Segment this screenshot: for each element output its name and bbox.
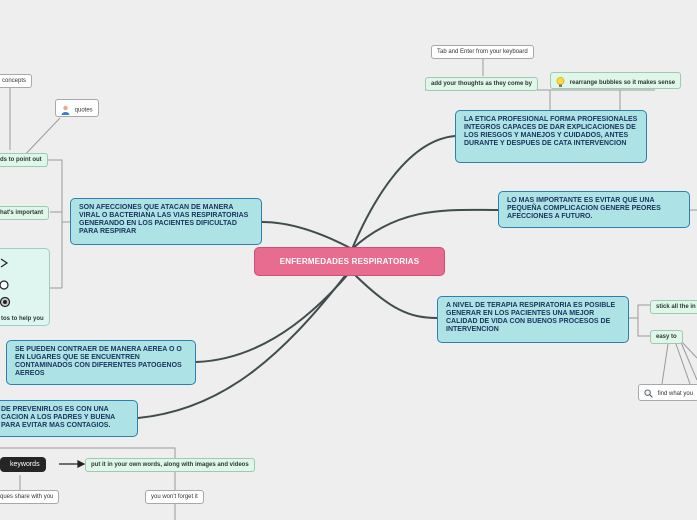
tag-whats-important[interactable]: hat's important	[0, 206, 50, 220]
graphics-box[interactable]: tos to help you	[0, 248, 50, 326]
graphic-icon	[0, 257, 11, 309]
tag-rearrange[interactable]: rearrange bubbles so it makes sense	[550, 72, 682, 89]
tag-easy-text: easy to	[656, 334, 677, 340]
tag-tab-enter[interactable]: Tab and Enter from your keyboard	[431, 45, 534, 59]
tag-add-thoughts-text: add your thoughts as they come by	[431, 81, 533, 87]
tag-forget-text: you won't forget it	[151, 494, 198, 500]
tag-tab-enter-text: Tab and Enter from your keyboard	[437, 49, 528, 55]
tag-share[interactable]: ques share with you	[0, 490, 60, 504]
tag-find[interactable]: find what you	[638, 384, 697, 401]
person-icon	[61, 105, 70, 115]
node-contraer[interactable]: SE PUEDEN CONTRAER DE MANERA AEREA O O E…	[6, 340, 196, 385]
tag-point-out[interactable]: ds to point out	[0, 153, 48, 167]
node-prevenir-text: DE PREVENIRLOS ES CON UNA CACION A LOS P…	[1, 406, 115, 429]
search-icon	[644, 389, 653, 398]
central-topic[interactable]: ENFERMEDADES RESPIRATORIAS	[254, 247, 445, 276]
tag-stick-text: stick all the in	[656, 304, 696, 310]
tag-whats-important-text: hat's important	[0, 210, 44, 216]
node-afecciones[interactable]: SON AFECCIONES QUE ATACAN DE MANERA VIRA…	[70, 198, 262, 245]
node-terapia-text: A NIVEL DE TERAPIA RESPIRATORIA ES POSIB…	[446, 302, 616, 333]
node-importante[interactable]: LO MAS IMPORTANTE ES EVITAR QUE UNA PEQU…	[498, 191, 690, 228]
tag-quotes-text: quotes	[74, 107, 93, 114]
node-contraer-text: SE PUEDEN CONTRAER DE MANERA AEREA O O E…	[15, 346, 182, 377]
node-etica-text: LA ETICA PROFESIONAL FORMA PROFESIONALES…	[464, 116, 638, 147]
node-terapia[interactable]: A NIVEL DE TERAPIA RESPIRATORIA ES POSIB…	[437, 296, 629, 343]
tag-forget[interactable]: you won't forget it	[145, 490, 204, 504]
tag-share-text: ques share with you	[0, 494, 54, 500]
central-topic-label: ENFERMEDADES RESPIRATORIAS	[279, 257, 420, 266]
tag-keywords-text: keywords	[10, 461, 40, 468]
tag-concepts-text: concepts	[2, 78, 27, 84]
tag-own-words[interactable]: put it in your own words, along with ima…	[85, 458, 255, 472]
node-importante-text: LO MAS IMPORTANTE ES EVITAR QUE UNA PEQU…	[507, 197, 661, 220]
tag-add-thoughts[interactable]: add your thoughts as they come by	[425, 77, 539, 91]
tag-own-words-text: put it in your own words, along with ima…	[91, 462, 249, 468]
tag-keywords[interactable]: keywords	[0, 457, 46, 472]
node-afecciones-text: SON AFECCIONES QUE ATACAN DE MANERA VIRA…	[79, 204, 249, 235]
tag-quotes[interactable]: quotes	[55, 99, 99, 117]
tag-concepts[interactable]: concepts	[0, 74, 33, 88]
tag-easy[interactable]: easy to	[650, 330, 683, 344]
tag-help-you-text: tos to help you	[1, 316, 44, 322]
node-etica[interactable]: LA ETICA PROFESIONAL FORMA PROFESIONALES…	[455, 110, 647, 163]
bulb-icon	[556, 77, 565, 88]
node-prevenir[interactable]: DE PREVENIRLOS ES CON UNA CACION A LOS P…	[0, 400, 138, 437]
tag-rearrange-text: rearrange bubbles so it makes sense	[569, 80, 676, 87]
tag-find-text: find what you	[657, 391, 694, 398]
tag-stick[interactable]: stick all the in	[650, 300, 697, 314]
tag-point-out-text: ds to point out	[0, 157, 42, 163]
